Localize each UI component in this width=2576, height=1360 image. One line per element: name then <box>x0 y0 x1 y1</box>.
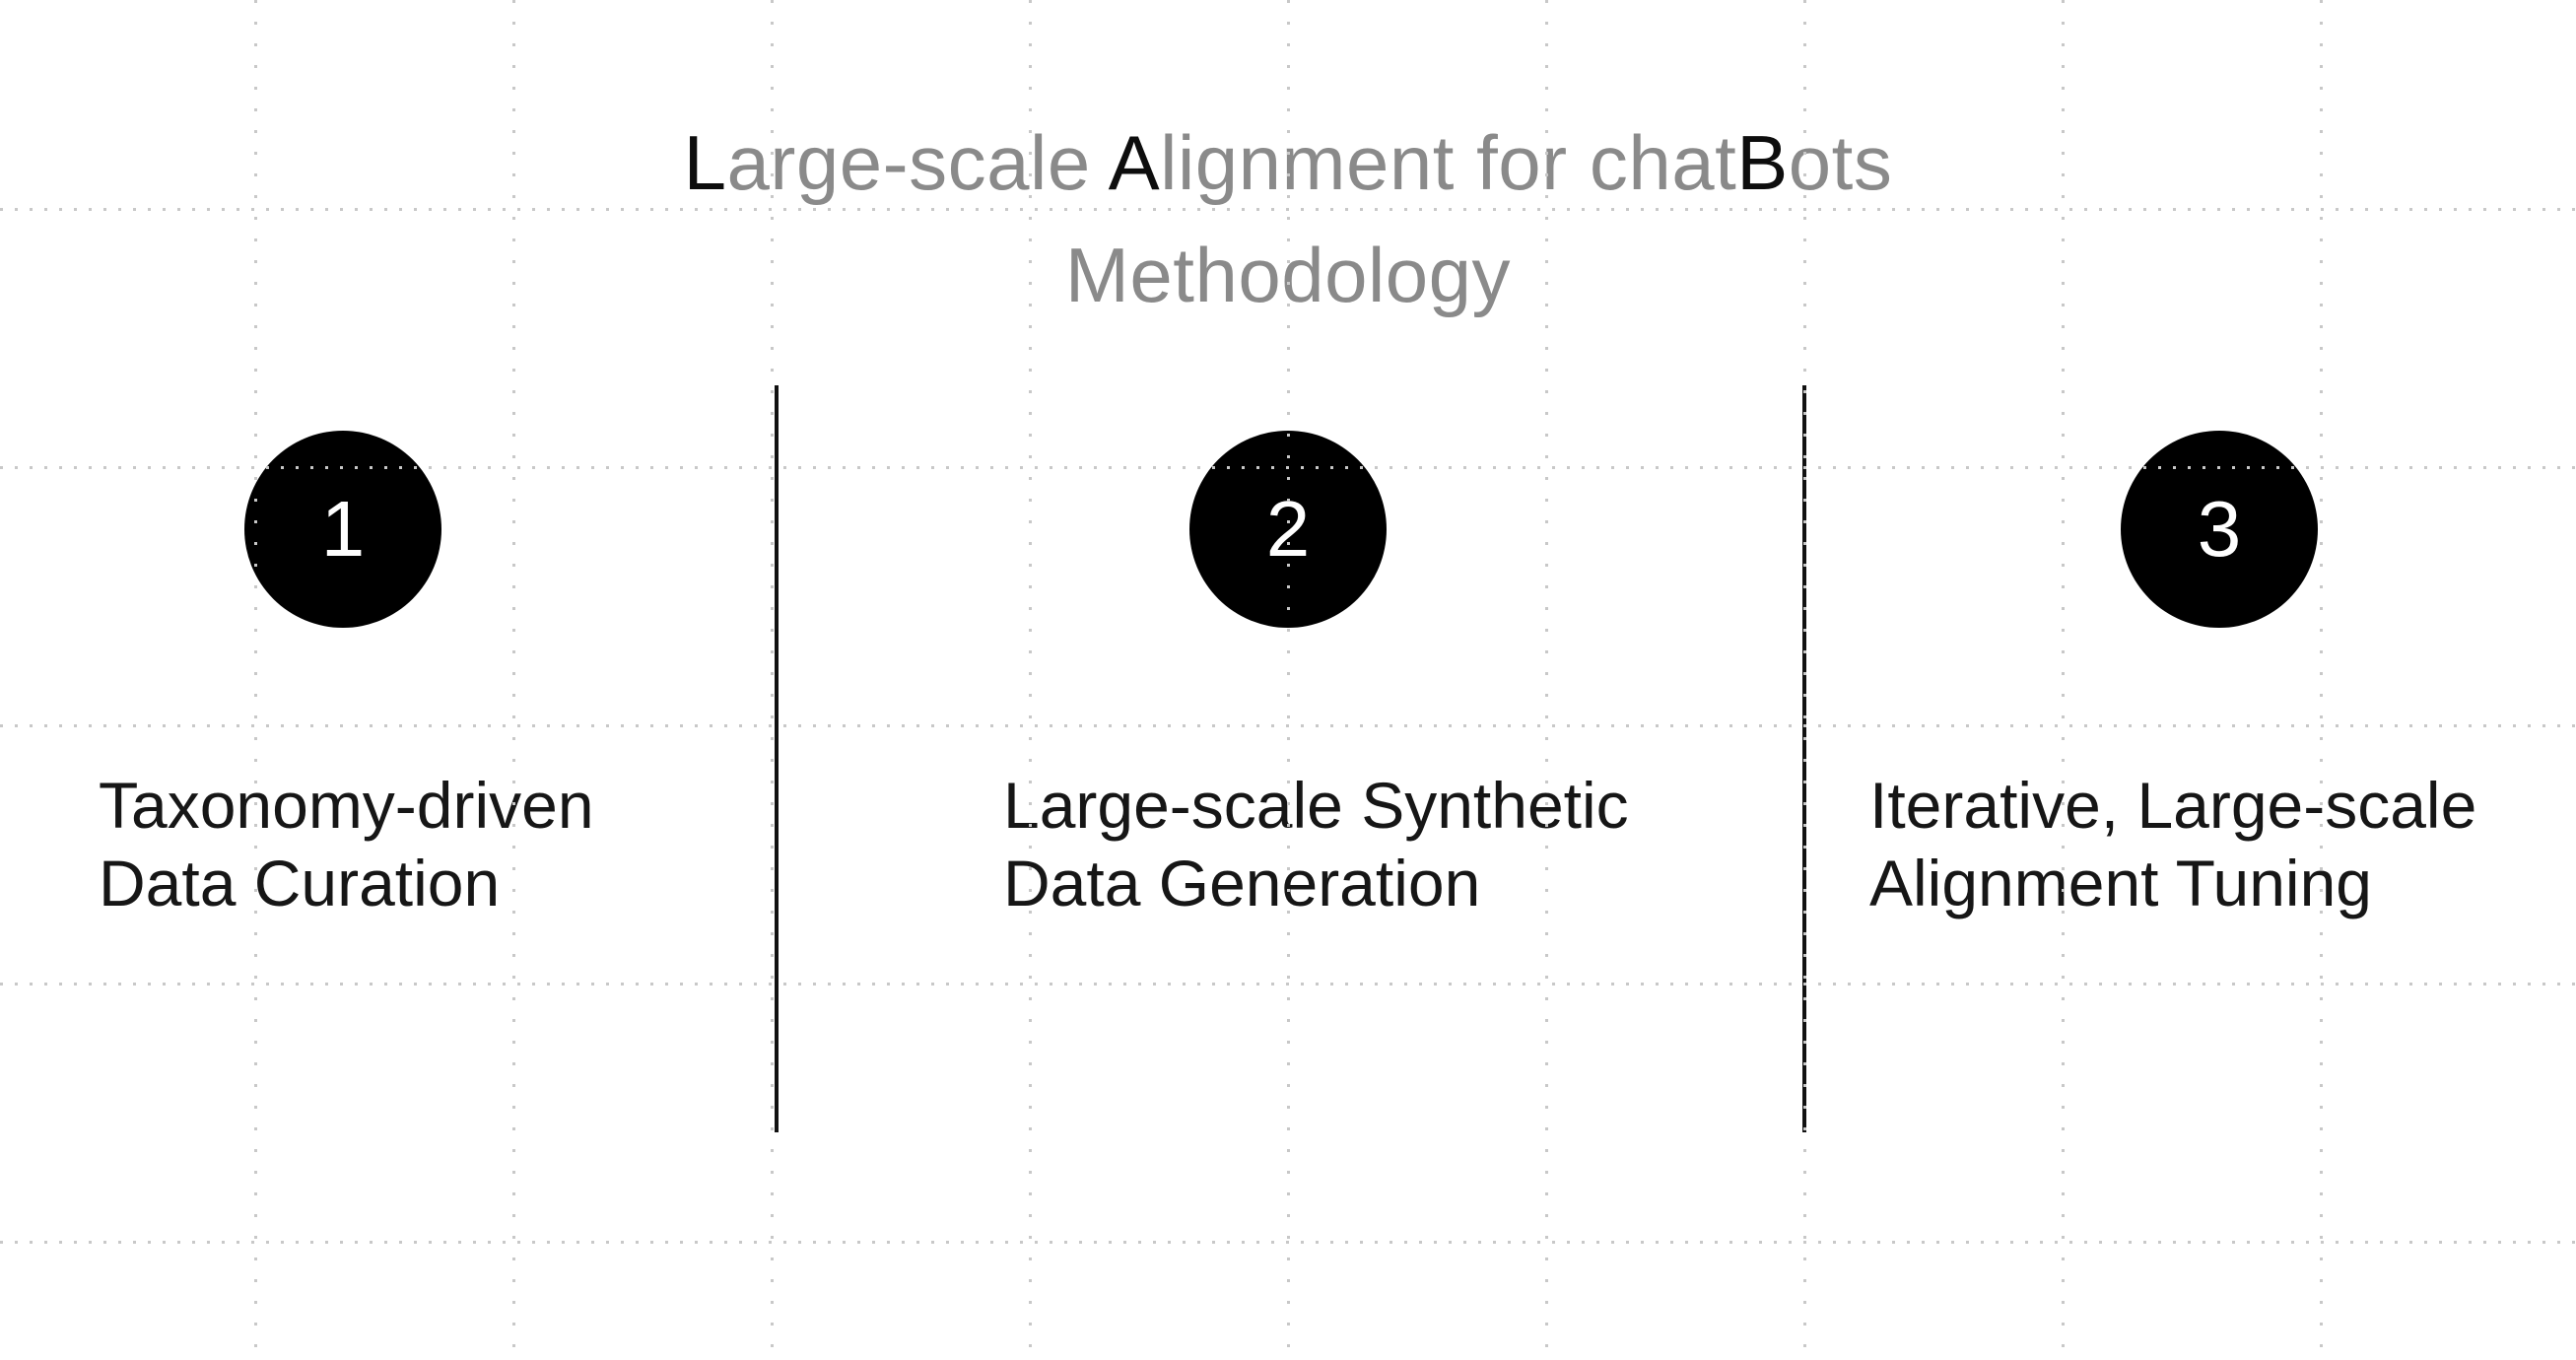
divider-line-1 <box>775 385 779 1132</box>
step-3-label-line2: Alignment Tuning <box>1869 847 2372 919</box>
step-2-label-line1: Large-scale Synthetic <box>1003 769 1629 842</box>
step-3-number-badge: 3 <box>2121 431 2318 628</box>
step-3-label: Iterative, Large-scale Alignment Tuning <box>1869 767 2476 922</box>
step-2-label-line2: Data Generation <box>1003 847 1481 919</box>
step-1-number: 1 <box>320 485 366 573</box>
page-title: Large-scale Alignment for chatBots <box>0 124 2576 201</box>
title-emphasis-B: B <box>1736 119 1789 206</box>
step-1-label: Taxonomy-driven Data Curation <box>99 767 594 922</box>
grid-dotted-line-horizontal <box>0 1241 2576 1244</box>
title-emphasis-A: A <box>1108 119 1161 206</box>
divider-line-2 <box>1802 385 1806 1132</box>
step-2-label: Large-scale Synthetic Data Generation <box>1003 767 1629 922</box>
step-1-label-line1: Taxonomy-driven <box>99 769 594 842</box>
step-2-number: 2 <box>1265 485 1311 573</box>
grid-dotted-line-vertical <box>254 0 257 1360</box>
grid-dotted-line-vertical <box>2062 0 2065 1360</box>
step-2-number-badge: 2 <box>1189 431 1387 628</box>
grid-dotted-line-vertical <box>512 0 515 1360</box>
title-text-segment: ots <box>1788 119 1893 206</box>
step-3-label-line1: Iterative, Large-scale <box>1869 769 2477 842</box>
title-emphasis-L: L <box>683 119 727 206</box>
step-1-number-badge: 1 <box>244 431 441 628</box>
grid-dotted-line-vertical <box>2320 0 2323 1360</box>
grid-dotted-line-horizontal <box>0 208 2576 211</box>
grid-dotted-line-horizontal <box>0 983 2576 986</box>
grid-dotted-line-horizontal <box>0 724 2576 727</box>
title-text-segment: lignment for chat <box>1160 119 1737 206</box>
title-text-segment: arge-scale <box>726 119 1109 206</box>
step-3-number: 3 <box>2197 485 2242 573</box>
page-subtitle: Methodology <box>1064 232 1512 318</box>
step-1-label-line2: Data Curation <box>99 847 501 919</box>
